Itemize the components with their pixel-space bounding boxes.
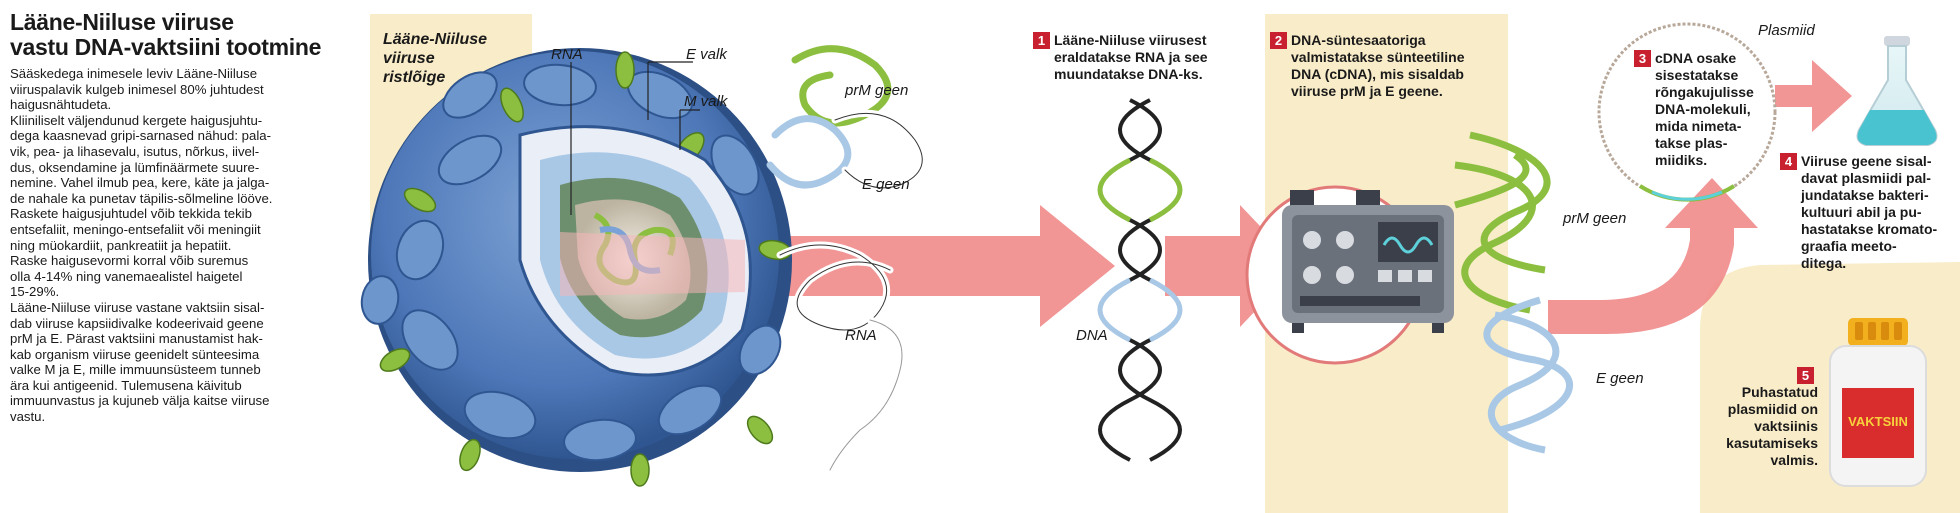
label-rna: RNA xyxy=(845,327,877,344)
paragraph-line: Kliiniliselt väljendunud kergete haigusj… xyxy=(10,112,263,128)
step-line: jundatakse bakteri- xyxy=(1801,187,1929,203)
step-number: 5 xyxy=(1797,367,1814,384)
step-line: rõngakujulisse xyxy=(1655,84,1754,100)
paragraph-line: valke M ja E, mille immuunsüsteem tunneb xyxy=(10,362,261,378)
paragraph-line: nemine. Vahel ilmub pea, kere, käte ja j… xyxy=(10,175,270,191)
label-prm-gene: prM geen xyxy=(845,82,909,99)
paragraph-line: vastu. xyxy=(10,409,46,425)
virus-illustration xyxy=(360,48,792,487)
paragraph-line: dab viiruse kapsiidivalke kodeerivaid ge… xyxy=(10,315,264,331)
title-line: vastu DNA-vaktsiini tootmine xyxy=(10,34,322,60)
cross-section-title: Lääne-Niiluse viiruse ristlõige xyxy=(383,30,487,87)
step-line: ditega. xyxy=(1801,255,1847,271)
step-line: viiruse prM ja E geene. xyxy=(1291,83,1443,99)
step-line: plasmiidid on xyxy=(1727,401,1818,417)
step-line: takse plas- xyxy=(1655,135,1728,151)
label-e-gene: E geen xyxy=(862,176,910,193)
label-cdna-e: E geen xyxy=(1596,370,1644,387)
label-plasmid: Plasmiid xyxy=(1758,22,1815,39)
step-line: davat plasmiidi pal- xyxy=(1801,170,1931,186)
step-line: sisestatakse xyxy=(1655,67,1739,83)
paragraph-line: kab organism viiruse geenidelt sünteesim… xyxy=(10,346,260,362)
label-m-protein: M valk xyxy=(684,93,728,110)
step-line: DNA-süntesaatoriga xyxy=(1291,32,1426,48)
paragraph-line: Lääne-Niiluse viiruse vastane vaktsiin s… xyxy=(10,299,265,315)
paragraph-line: prM ja E. Pärast vaktsiini manustamist h… xyxy=(10,331,263,347)
arrow-3 xyxy=(1548,178,1758,335)
step-line: DNA (cDNA), mis sisaldab xyxy=(1291,66,1464,82)
vaccine-bottle xyxy=(1829,318,1927,487)
paragraph-line: vik, pea- ja lihasevalu, isutus, nõrkus,… xyxy=(10,143,260,159)
page-title: Lääne-Niiluse viiruse vastu DNA-vaktsiin… xyxy=(10,10,340,60)
title-line: Lääne-Niiluse viiruse xyxy=(10,9,234,35)
paragraph-line: olla 4-14% ning vanemaealistel haigetel xyxy=(10,268,243,284)
step-line: mida nimeta- xyxy=(1655,118,1742,134)
arrow-4 xyxy=(1775,60,1852,132)
paragraph: Raske haigusevormi korral võib suremus o… xyxy=(10,253,340,300)
step-line: vaktsiinis xyxy=(1754,418,1818,434)
cross-section-title-line: viiruse xyxy=(383,50,435,67)
dna-helix-1 xyxy=(1097,98,1183,462)
paragraph-line: dus, oksendamine ja lümfinäärmete suure- xyxy=(10,159,260,175)
step-line: kultuuri abil ja pu- xyxy=(1801,204,1922,220)
label-cdna-prm: prM geen xyxy=(1563,210,1627,227)
rna-coils xyxy=(766,45,926,474)
label-e-protein: E valk xyxy=(686,46,727,63)
label-dna: DNA xyxy=(1076,327,1108,344)
step-number: 2 xyxy=(1270,32,1287,49)
step-line: kasutamiseks xyxy=(1726,435,1818,451)
cross-section-title-line: ristlõige xyxy=(383,69,446,86)
step-5: 5 Puhastatud plasmiidid on vaktsiinis ka… xyxy=(1700,367,1818,469)
plasmid xyxy=(1597,22,1777,202)
step-number: 4 xyxy=(1780,153,1797,170)
step-line: Viiruse geene sisal- xyxy=(1801,153,1932,169)
paragraph-line: de nahale ka punetav täpilis-sõlmeline l… xyxy=(10,190,273,206)
cross-section-title-line: Lääne-Niiluse xyxy=(383,31,488,48)
step-line: muundatakse DNA-ks. xyxy=(1054,66,1203,82)
paragraph-line: dega kaasnevad gripi-sarnased nähud: pal… xyxy=(10,128,272,144)
vaccine-label: VAKTSIIN xyxy=(1848,414,1908,429)
paragraph-line: viiruspalavik kulgeb inimesel 80% juhtud… xyxy=(10,81,264,97)
paragraph: Kliiniliselt väljendunud kergete haigusj… xyxy=(10,113,340,253)
step-number: 3 xyxy=(1634,50,1651,67)
paragraph: Lääne-Niiluse viiruse vastane vaktsiin s… xyxy=(10,300,340,425)
step-number: 1 xyxy=(1033,32,1050,49)
step-line: valmis. xyxy=(1770,452,1818,468)
step-line: miidiks. xyxy=(1655,152,1708,168)
paragraph: Sääskedega inimesele leviv Lääne-Niiluse… xyxy=(10,66,340,113)
label-rna-virus: RNA xyxy=(551,46,583,63)
step-line: DNA-molekuli, xyxy=(1655,101,1751,117)
dna-synthesizer xyxy=(1245,185,1454,365)
step-line: Puhastatud xyxy=(1741,384,1818,400)
step-line: cDNA osake xyxy=(1655,50,1737,66)
step-line: hastatakse kromato- xyxy=(1801,221,1938,237)
paragraph-line: 15-29%. xyxy=(10,284,60,300)
arrow-1 xyxy=(590,205,1115,327)
paragraph-line: Sääskedega inimesele leviv Lääne-Niiluse xyxy=(10,66,258,81)
paragraph-line: Raske haigusevormi korral võib suremus xyxy=(10,253,249,269)
intro-column: Lääne-Niiluse viiruse vastu DNA-vaktsiin… xyxy=(10,10,340,425)
paragraph-line: haigusnähtudeta. xyxy=(10,97,112,113)
paragraph-line: Raskete haigusjuhtudel võib tekkida teki… xyxy=(10,206,252,222)
paragraph-line: ning müokardiit, pankreatiit ja hepatiit… xyxy=(10,237,232,253)
step-line: Lääne-Niiluse viirusest xyxy=(1054,32,1207,48)
paragraph-line: entsefaliit, meningo-entsefaliit või men… xyxy=(10,221,261,237)
paragraph-line: immuunvastus ja kujuneb välja kaitse vii… xyxy=(10,393,270,409)
step-line: valmistatakse sünteetiline xyxy=(1291,49,1465,65)
step-line: eraldatakse RNA ja see xyxy=(1054,49,1208,65)
flask xyxy=(1856,36,1938,146)
step-line: graafia meeto- xyxy=(1801,238,1897,254)
cdna-helix xyxy=(1454,131,1573,454)
paragraph-line: ära kui antigeenid. Tulemusena käivitub xyxy=(10,377,242,393)
